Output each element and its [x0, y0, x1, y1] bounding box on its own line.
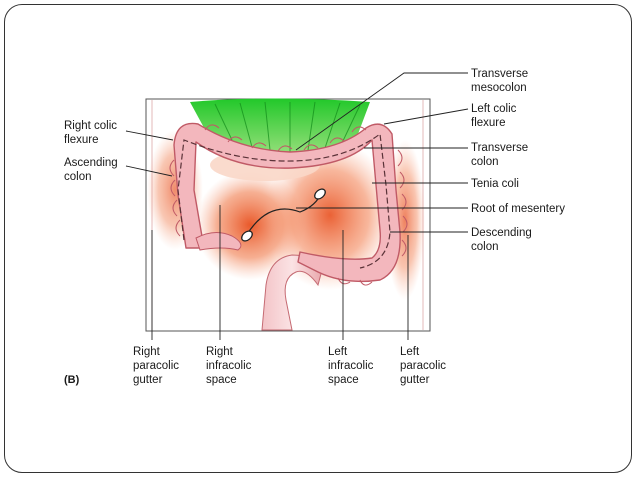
label-descending-colon: Descending colon — [471, 227, 532, 253]
svg-text:Descending: Descending — [471, 227, 532, 239]
label-ascending-colon: Ascending colon — [64, 157, 118, 183]
svg-text:flexure: flexure — [471, 117, 506, 129]
leader-lines — [125, 72, 469, 340]
label-transverse-mesocolon: Transverse mesocolon — [471, 68, 528, 94]
svg-text:paracolic: paracolic — [400, 360, 446, 372]
svg-text:Right: Right — [206, 346, 234, 358]
svg-text:colon: colon — [471, 156, 499, 168]
svg-text:Left colic: Left colic — [471, 103, 517, 115]
root-of-mesentery — [241, 188, 326, 242]
svg-text:gutter: gutter — [133, 374, 163, 386]
label-left-infracolic-space: Left infracolic space — [328, 346, 374, 386]
svg-text:Root of mesentery: Root of mesentery — [471, 203, 565, 215]
svg-text:Left: Left — [328, 346, 348, 358]
svg-text:Right: Right — [133, 346, 161, 358]
colon-tube — [169, 122, 408, 286]
label-left-paracolic-gutter: Left paracolic gutter — [400, 346, 446, 386]
svg-text:gutter: gutter — [400, 374, 430, 386]
svg-text:space: space — [328, 374, 359, 386]
svg-text:infracolic: infracolic — [206, 360, 252, 372]
svg-text:flexure: flexure — [64, 134, 99, 146]
label-right-colic-flexure: Right colic flexure — [64, 120, 117, 146]
panel-label: (B) — [64, 374, 80, 386]
svg-text:paracolic: paracolic — [133, 360, 179, 372]
label-transverse-colon: Transverse colon — [471, 142, 528, 168]
svg-text:Tenia coli: Tenia coli — [471, 178, 519, 190]
svg-text:infracolic: infracolic — [328, 360, 374, 372]
svg-text:Transverse: Transverse — [471, 142, 528, 154]
label-left-colic-flexure: Left colic flexure — [471, 103, 517, 129]
svg-text:space: space — [206, 374, 237, 386]
svg-text:Ascending: Ascending — [64, 157, 118, 169]
label-right-paracolic-gutter: Right paracolic gutter — [133, 346, 179, 386]
svg-text:Left: Left — [400, 346, 420, 358]
svg-text:colon: colon — [471, 241, 499, 253]
svg-text:colon: colon — [64, 171, 92, 183]
label-right-infracolic-space: Right infracolic space — [206, 346, 252, 386]
svg-text:mesocolon: mesocolon — [471, 82, 527, 94]
sigmoid-stem — [261, 254, 323, 331]
svg-text:Right colic: Right colic — [64, 120, 117, 132]
label-tenia-coli: Tenia coli — [471, 178, 519, 190]
label-root-of-mesentery: Root of mesentery — [471, 203, 565, 215]
svg-text:Transverse: Transverse — [471, 68, 528, 80]
